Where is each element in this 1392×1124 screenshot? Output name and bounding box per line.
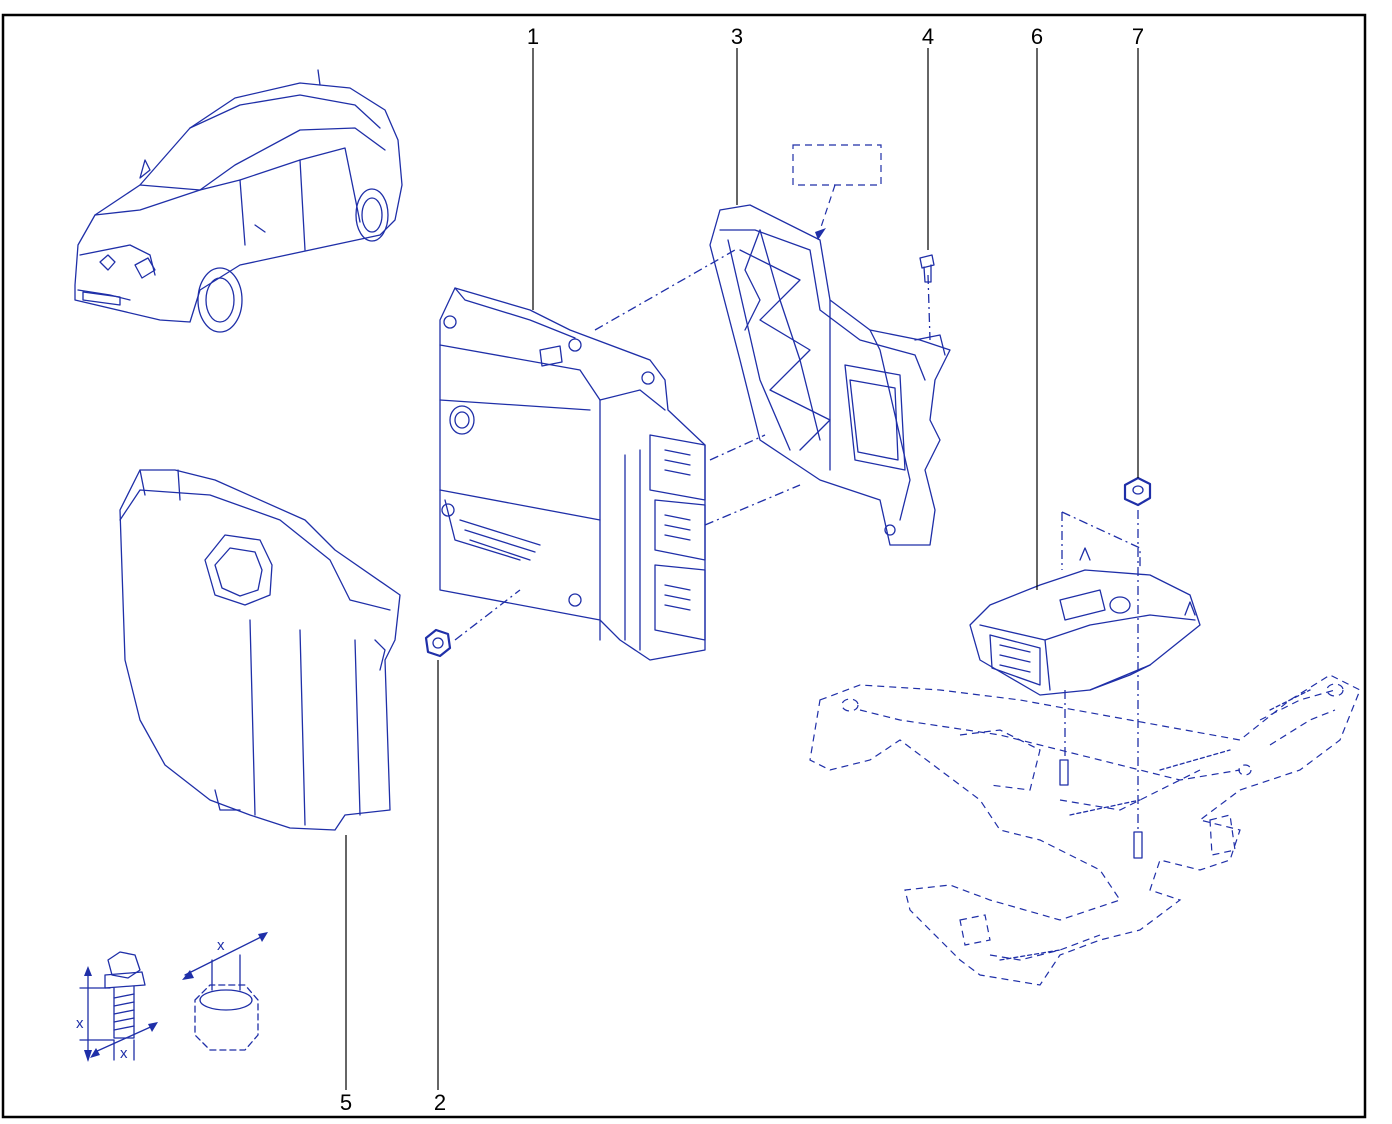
ecu-unit	[439, 287, 706, 661]
bolt-dimension-detail	[79, 951, 158, 1062]
bolt-length-label: x	[76, 1015, 84, 1032]
ecu-mounting-bracket	[709, 204, 951, 546]
callout-leaders	[345, 48, 1139, 1090]
callout-5: 5	[340, 1090, 352, 1115]
vehicle-subframe-outline	[809, 674, 1361, 986]
callout-numbers: 1 3 4 6 7 5 2	[340, 24, 1144, 1115]
callout-7: 7	[1132, 24, 1144, 49]
car-illustration	[74, 69, 403, 333]
label-placeholder-box	[792, 144, 882, 186]
callout-4: 4	[922, 24, 934, 49]
protective-cover	[119, 469, 401, 831]
callout-6: 6	[1031, 24, 1043, 49]
nut-part-2	[424, 628, 452, 658]
bolt-diameter-label: x	[120, 1045, 128, 1062]
callout-1: 1	[527, 24, 539, 49]
screw-part-4	[919, 254, 935, 283]
nut-dimension-detail	[182, 932, 268, 1051]
nut-part-7	[1123, 476, 1152, 507]
label-pointer	[819, 184, 836, 231]
callout-2: 2	[434, 1090, 446, 1115]
frame-border	[1, 13, 1367, 1119]
nut-height-label: x	[217, 937, 225, 954]
callout-3: 3	[731, 24, 743, 49]
secondary-control-module	[969, 547, 1201, 696]
